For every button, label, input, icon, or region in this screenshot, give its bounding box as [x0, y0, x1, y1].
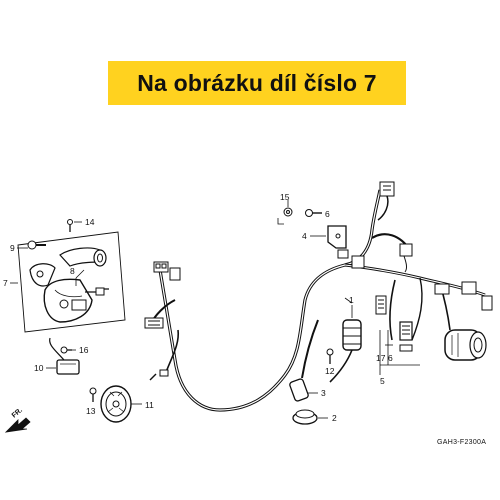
front-label: FR. [11, 407, 24, 420]
horn-part-11 [100, 385, 142, 423]
callout-leaders [17, 247, 381, 375]
connector-group-top [337, 181, 413, 273]
ignition-switch-assembly-part-7 [10, 231, 126, 333]
callout-3: 3 [321, 388, 326, 398]
grommet-part-2 [292, 409, 328, 425]
callout-labels: 1 2 3 4 5 6 6 7 8 9 10 11 12 13 14 15 16… [3, 192, 486, 446]
ignition-coil-part-1 [329, 305, 362, 383]
screw-part-14 [67, 219, 82, 232]
connector-group-right [375, 281, 493, 315]
bolt-part-13 [89, 387, 97, 402]
bolt-part-16 [60, 346, 76, 354]
bracket-part-4 [310, 225, 347, 249]
callout-6: 6 [388, 353, 393, 363]
banner-text: Na obrázku díl číslo 7 [137, 69, 377, 96]
callout-16: 16 [79, 345, 89, 355]
callout-4: 4 [302, 231, 307, 241]
screw-part-9 [27, 240, 46, 250]
callout-1: 1 [349, 295, 354, 305]
callout-11: 11 [145, 400, 154, 410]
callout-2: 2 [332, 413, 337, 423]
callout-7: 7 [3, 278, 8, 288]
callout-9: 9 [10, 243, 15, 253]
callout-5: 5 [380, 376, 385, 386]
callout-6-top: 6 [325, 209, 330, 219]
callout-17: 17 [376, 353, 386, 363]
nut-part-15 [277, 200, 293, 225]
spark-plug-cap-part-3 [289, 319, 319, 402]
callout-13: 13 [86, 406, 96, 416]
main-wire-harness [149, 189, 486, 412]
callout-8: 8 [70, 266, 75, 276]
callout-12: 12 [325, 366, 335, 376]
callout-15: 15 [280, 192, 290, 202]
callout-14: 14 [85, 217, 95, 227]
connector-group-left [144, 261, 181, 381]
callout-10: 10 [34, 363, 44, 373]
bolt-part-6-top [305, 209, 322, 217]
regulator-assembly-part-5 [379, 321, 420, 366]
diagram-code: GAH3-F2300A [437, 439, 486, 446]
relay-coil-unit [444, 329, 487, 361]
sensor-part-10 [46, 337, 80, 375]
part-number-banner: Na obrázku díl číslo 7 [108, 61, 406, 105]
front-direction-arrow [4, 417, 31, 433]
bolt-part-12 [326, 348, 334, 364]
